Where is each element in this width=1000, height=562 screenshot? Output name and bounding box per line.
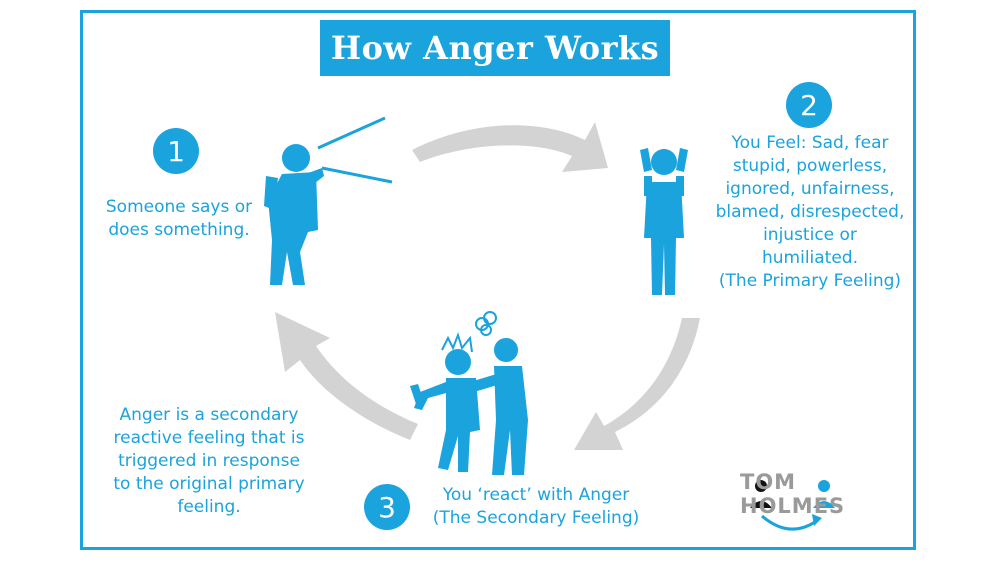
person-angry-icon — [410, 335, 480, 472]
note-line: reactive feeling that is — [92, 427, 326, 450]
step-3-badge: 3 — [364, 484, 410, 530]
step-3-line: You ‘react’ with Anger — [418, 484, 654, 507]
brand-name: TOM HOLMES — [740, 470, 900, 500]
step-2-line: injustice or — [710, 224, 910, 247]
step-1-badge: 1 — [153, 128, 199, 174]
step-1-number: 1 — [167, 135, 185, 168]
step-2-line: You Feel: Sad, fear — [710, 132, 910, 155]
note-line: triggered in response — [92, 450, 326, 473]
step-2-line: humiliated. — [710, 247, 910, 270]
arrow-1-to-2 — [412, 122, 608, 172]
step-3-text: You ‘react’ with Anger (The Secondary Fe… — [418, 484, 654, 530]
step-2-line: ignored, unfairness, — [710, 178, 910, 201]
step-3-line: (The Secondary Feeling) — [418, 507, 654, 530]
step-2-badge: 2 — [786, 82, 832, 128]
note-line: to the original primary — [92, 473, 326, 496]
step-3-number: 3 — [378, 491, 396, 524]
step-1-line: Someone says or — [96, 196, 262, 219]
step-1-text: Someone says or does something. — [96, 196, 262, 242]
note-line: Anger is a secondary — [92, 404, 326, 427]
step-2-text: You Feel: Sad, fear stupid, powerless, i… — [710, 132, 910, 293]
arrow-2-to-3 — [574, 318, 700, 450]
step-2-line: stupid, powerless, — [710, 155, 910, 178]
speech-cloud-icon — [476, 312, 496, 335]
step-2-line: (The Primary Feeling) — [710, 270, 910, 293]
person-distressed-icon — [640, 148, 688, 295]
note-line: feeling. — [92, 496, 326, 519]
step-2-number: 2 — [800, 89, 818, 122]
step-1-line: does something. — [96, 219, 262, 242]
step-2-line: blamed, disrespected, — [710, 201, 910, 224]
person-shouting-icon — [264, 118, 392, 285]
person-restraining-icon — [470, 338, 528, 475]
anger-note: Anger is a secondary reactive feeling th… — [92, 404, 326, 519]
